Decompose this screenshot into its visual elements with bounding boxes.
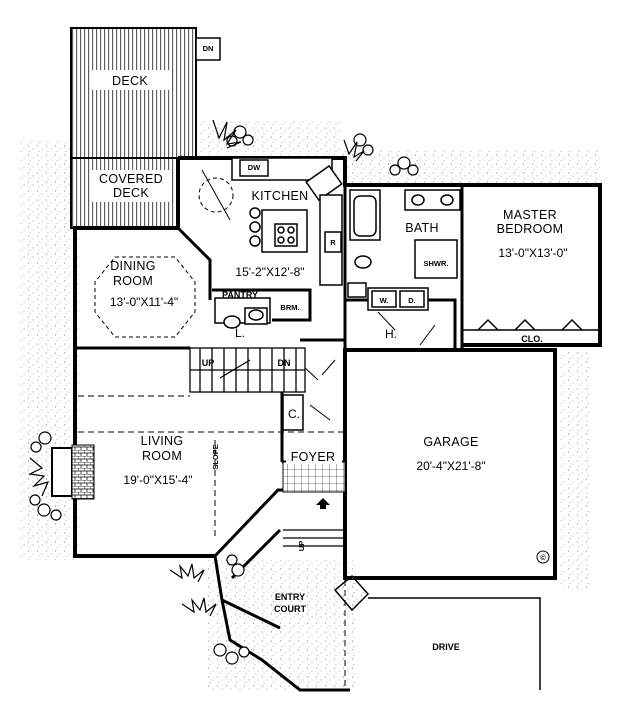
slope-label: SLOPE bbox=[211, 444, 220, 469]
deck-stair-dn-label: DN bbox=[203, 44, 214, 53]
entry-arrow-icon bbox=[316, 498, 330, 509]
master-closet bbox=[462, 318, 600, 331]
kitchen-label: KITCHEN bbox=[252, 189, 309, 203]
entry-step-up-label: UP bbox=[297, 541, 306, 551]
dishwasher-label: DW bbox=[248, 163, 261, 172]
drive-label: DRIVE bbox=[432, 642, 460, 652]
dining-label-line2: ROOM bbox=[113, 274, 153, 288]
dining-dimensions: 13'-0"X11'-4" bbox=[110, 295, 178, 309]
covered-deck bbox=[70, 157, 179, 229]
kitchen-dimensions: 15'-2"X12'-8" bbox=[235, 265, 304, 279]
stair-up-label: UP bbox=[202, 358, 215, 368]
entry-steps bbox=[283, 529, 345, 547]
shrub-icon bbox=[29, 125, 419, 665]
washer-label: W. bbox=[380, 296, 389, 305]
planter bbox=[333, 574, 370, 612]
closet-label: CLO. bbox=[521, 334, 543, 344]
refrigerator-label: R bbox=[330, 238, 336, 247]
dining-table bbox=[94, 256, 196, 338]
pantry-label: PANTRY bbox=[222, 290, 258, 300]
garage-dimensions: 20'-4"X21'-8" bbox=[416, 459, 485, 473]
foyer-label-bg bbox=[286, 448, 342, 464]
shrub-spiky-icon bbox=[28, 119, 365, 617]
dryer-label: D. bbox=[408, 296, 416, 305]
entry-court-label-line1: ENTRY bbox=[275, 592, 305, 602]
kitchen-fixtures bbox=[231, 157, 343, 286]
entry-court-label-line2: COURT bbox=[274, 604, 306, 614]
foyer-tile bbox=[282, 461, 346, 493]
bath-label: BATH bbox=[405, 221, 439, 235]
interior-walls bbox=[75, 185, 464, 464]
hall-label: H. bbox=[385, 327, 397, 341]
living-room-label-line1: LIVING bbox=[141, 434, 184, 448]
laundry-closet bbox=[367, 287, 429, 311]
copyright-symbol: © bbox=[540, 553, 546, 562]
coat-closet-label: C. bbox=[288, 407, 300, 421]
drive bbox=[368, 597, 541, 690]
pantry-powder-room bbox=[214, 297, 271, 329]
master-bedroom-label-line2: BEDROOM bbox=[497, 222, 564, 236]
breakfast-table bbox=[198, 169, 234, 221]
copyright-icon: © bbox=[536, 550, 550, 564]
bath-fixtures bbox=[347, 189, 461, 298]
master-bedroom-label-line1: MASTER bbox=[503, 208, 557, 222]
deck-label: DECK bbox=[112, 74, 148, 88]
door-swings bbox=[301, 311, 436, 421]
master-bedroom-dimensions: 13'-0"X13'-0" bbox=[498, 246, 567, 260]
foyer-label: FOYER bbox=[291, 450, 336, 464]
deck bbox=[70, 27, 221, 159]
living-room-label-line2: ROOM bbox=[142, 449, 182, 463]
fireplace bbox=[51, 444, 95, 500]
stairs bbox=[189, 347, 306, 393]
covered-deck-label-line1: COVERED bbox=[99, 172, 163, 186]
bath-room-label: BRM. bbox=[280, 303, 299, 312]
living-room-dimensions: 19'-0"X15'-4" bbox=[123, 473, 192, 487]
dining-label-line1: DINING bbox=[110, 259, 156, 273]
stair-down-label: DN bbox=[278, 358, 291, 368]
dashed-lines bbox=[78, 395, 346, 690]
linen-label: L. bbox=[235, 326, 245, 340]
shower-label: SHWR. bbox=[424, 259, 449, 268]
garage-label: GARAGE bbox=[423, 435, 478, 449]
covered-deck-label-line2: DECK bbox=[113, 186, 149, 200]
coat-closet bbox=[282, 394, 304, 431]
